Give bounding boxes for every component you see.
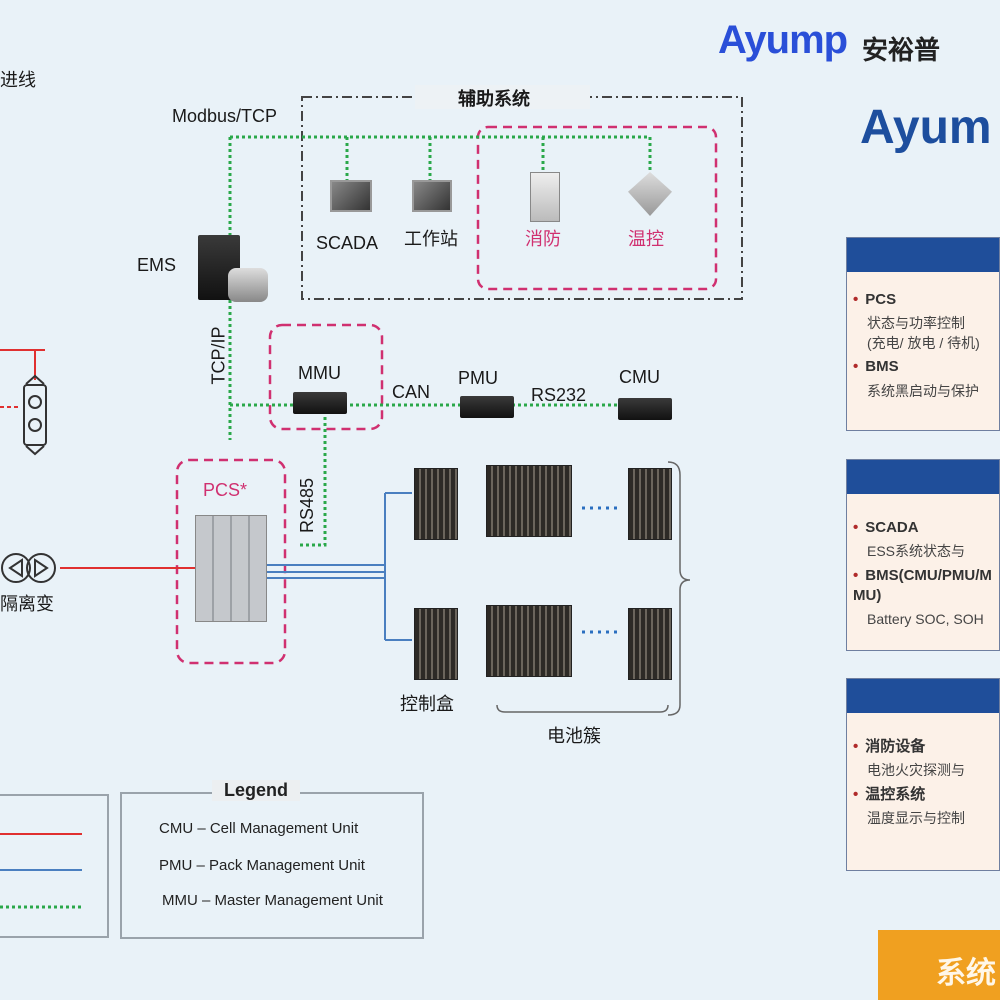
ems-label: EMS <box>137 255 177 275</box>
control-box-rack-icon <box>414 468 458 540</box>
battery-rack-icon <box>486 605 572 677</box>
battery-rack-icon <box>628 468 672 540</box>
mmu-label: MMU <box>298 363 341 383</box>
pcs-cabinet-icon <box>195 515 267 622</box>
pmu-label: PMU <box>458 368 498 388</box>
footer-banner: 系统 <box>878 930 1000 1000</box>
control-box-label: 控制盒 <box>400 694 454 714</box>
brand-logo: Ayump <box>718 18 848 62</box>
isolation-transformer-icon <box>1 553 56 583</box>
tcpip-label: TCP/IP <box>208 326 229 385</box>
cmu-device-icon <box>618 398 672 420</box>
modbus-label: Modbus/TCP <box>172 106 278 126</box>
control-box-rack-icon <box>414 608 458 680</box>
scada-bms-panel: SCADA ESS系统状态与 BMS(CMU/PMU/MMU) Battery … <box>846 459 1000 651</box>
rs485-label: RS485 <box>297 477 318 534</box>
hvac-label: 温控 <box>628 229 664 249</box>
battery-cluster-label: 电池簇 <box>547 726 601 746</box>
panel-header <box>847 460 999 494</box>
panel-header <box>847 238 999 272</box>
panel-item-sub: (充电/ 放电 / 待机) <box>867 334 980 351</box>
brand-logo-cn: 安裕普 <box>862 35 941 65</box>
pmu-device-icon <box>460 396 514 418</box>
mmu-device-icon <box>293 392 347 414</box>
workstation-computer-icon <box>412 180 452 212</box>
fire-label: 消防 <box>525 229 561 249</box>
incoming-line-label: 进线 <box>0 70 36 90</box>
panel-item-sub: 系统黑启动与保护 <box>867 382 979 399</box>
panel-item-title: SCADA <box>853 518 995 538</box>
panel-item-title: 消防设备 <box>853 737 995 757</box>
panel-item-sub: Battery SOC, SOH <box>867 611 984 628</box>
scada-computer-icon <box>330 180 372 212</box>
database-icon <box>228 268 268 302</box>
aux-title-bg <box>415 85 590 109</box>
battery-rack-icon <box>486 465 572 537</box>
pcs-label: PCS* <box>203 480 248 500</box>
dc-lines <box>265 492 412 641</box>
fire-hvac-panel: 消防设备 电池火灾探测与 温控系统 温度显示与控制 <box>846 678 1000 871</box>
legend-box: Legend CMU – Cell Management Unit PMU – … <box>120 780 424 939</box>
fire-panel-icon <box>530 172 560 222</box>
cluster-brace <box>667 461 691 716</box>
panel-item-title: 温控系统 <box>853 785 995 805</box>
panel-item-title: BMS(CMU/PMU/MMU) <box>853 566 995 607</box>
panel-item-title: BMS <box>853 357 995 377</box>
legend-item: PMU – Pack Management Unit <box>159 857 365 874</box>
aux-system-title: 辅助系统 <box>458 89 530 109</box>
comm-lines <box>228 135 670 547</box>
panel-item-sub: ESS系统状态与 <box>867 543 966 560</box>
legend-item: MMU – Master Management Unit <box>162 892 383 909</box>
rs232-label: RS232 <box>531 385 587 405</box>
switch-icon <box>23 374 47 456</box>
battery-rack-icon <box>628 608 672 680</box>
ac-lines <box>0 349 195 569</box>
fire-hvac-group <box>476 125 718 291</box>
pcs-bms-panel: PCS 状态与功率控制 (充电/ 放电 / 待机) BMS 系统黑启动与保护 <box>846 237 1000 431</box>
panel-item-sub: 电池火灾探测与 <box>867 762 965 779</box>
can-label: CAN <box>392 382 431 402</box>
panel-item-sub: 状态与功率控制 <box>867 315 965 332</box>
legend-left-box <box>0 794 109 938</box>
panel-item-sub: 温度显示与控制 <box>867 810 965 827</box>
cmu-label: CMU <box>619 367 660 387</box>
battery-brace <box>496 704 669 713</box>
scada-label: SCADA <box>316 233 379 253</box>
transformer-label: 隔离变 <box>0 594 54 614</box>
mmu-group <box>268 323 384 431</box>
legend-item: CMU – Cell Management Unit <box>159 820 359 837</box>
big-logo: Ayum <box>860 101 992 154</box>
workstation-label: 工作站 <box>404 229 458 249</box>
panel-header <box>847 679 999 713</box>
ellipsis-dots <box>582 506 618 634</box>
footer-banner-text: 系统 <box>936 957 996 990</box>
legend-title: Legend <box>212 780 301 801</box>
panel-item-title: PCS <box>853 290 995 310</box>
